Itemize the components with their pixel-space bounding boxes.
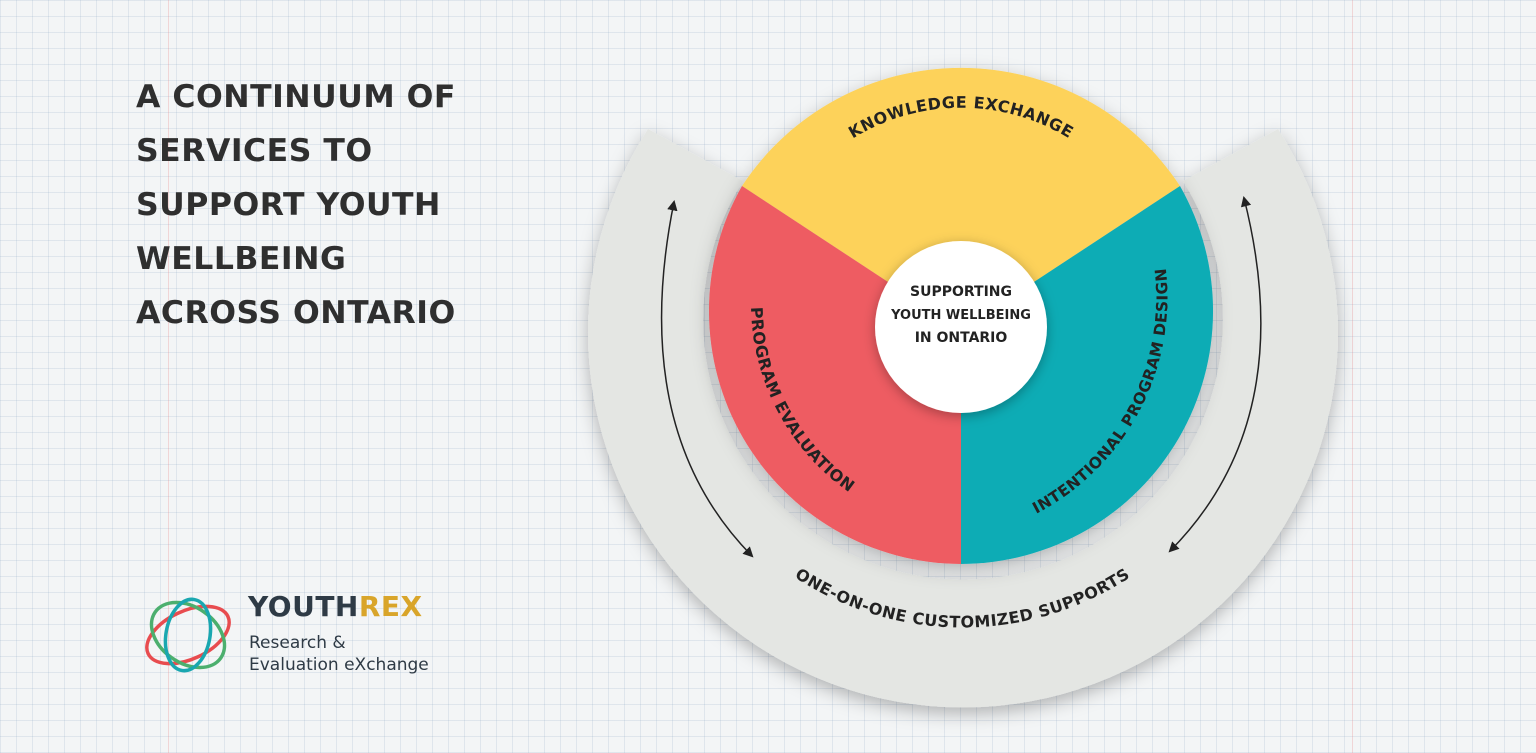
- segment-knowledge-exchange: [742, 67, 1180, 330]
- headline-line-5: ACROSS ONTARIO: [136, 295, 456, 331]
- center-label-line-2: YOUTH WELLBEING: [890, 308, 1031, 323]
- headline-line-4: WELLBEING: [136, 241, 347, 277]
- center-circle: [875, 241, 1047, 413]
- logo-subtitle: Research & Evaluation eXchange: [249, 632, 429, 676]
- headline-line-3: SUPPORT YOUTH: [136, 187, 441, 223]
- logo-wordmark: YOUTHREX: [248, 590, 423, 623]
- grid-margin-line-right: [1352, 0, 1353, 753]
- logo-ring-green: [149, 600, 227, 670]
- outer-ring: [587, 129, 1338, 708]
- segment-program-evaluation: [708, 186, 961, 564]
- logo-ring-teal: [163, 597, 213, 673]
- logo-ring-red: [145, 604, 231, 666]
- logo-subtitle-line-1: Research &: [249, 633, 346, 653]
- page-headline: A CONTINUUM OF SERVICES TO SUPPORT YOUTH…: [136, 70, 456, 340]
- center-label-line-1: SUPPORTING: [910, 284, 1012, 300]
- logo-word-youth: YOUTH: [248, 590, 359, 623]
- logo-subtitle-line-2: Evaluation eXchange: [249, 655, 429, 675]
- segment-intentional-program-design: [961, 186, 1214, 564]
- youthrex-logo-icon: [145, 597, 231, 673]
- grid-margin-line-left: [168, 0, 169, 753]
- headline-line-2: SERVICES TO: [136, 133, 373, 169]
- headline-line-1: A CONTINUUM OF: [136, 79, 456, 115]
- arrow-left: [660, 199, 754, 558]
- logo-word-rex: REX: [358, 590, 423, 623]
- arrow-right: [1168, 195, 1262, 553]
- center-label-line-3: IN ONTARIO: [915, 330, 1008, 346]
